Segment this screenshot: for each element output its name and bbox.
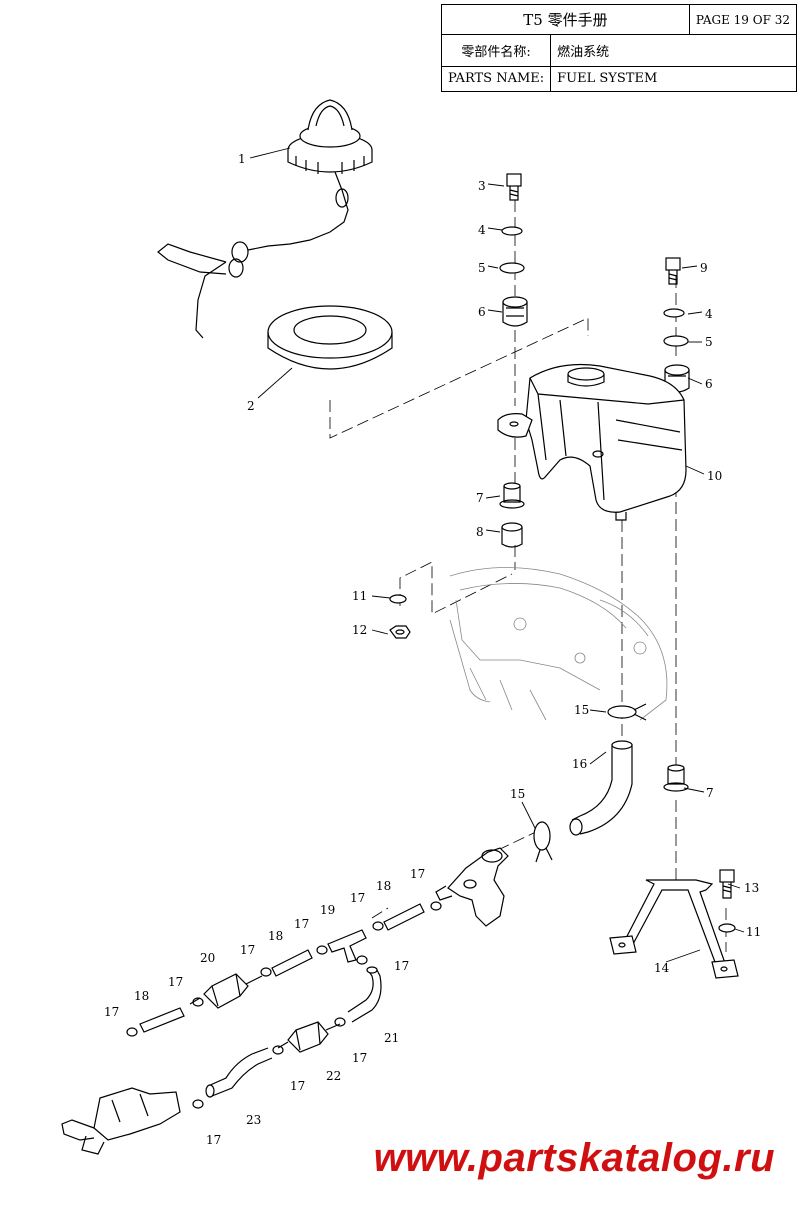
callout-7a: 7 [476,491,484,505]
small-clamps-17 [126,901,442,1109]
callout-17e: 17 [394,959,409,973]
callout-20: 20 [200,951,215,965]
alignment-lines [329,200,727,952]
washer-left-5 [499,262,525,274]
callout-11a: 11 [352,589,367,603]
callout-7b: 7 [706,786,714,800]
callout-15b: 15 [510,787,525,801]
callout-14: 14 [654,961,670,975]
fuel-filter-22 [277,1021,341,1053]
callout-18c: 18 [134,989,149,1003]
grommet-left-6 [502,296,528,327]
callout-12: 12 [352,623,367,637]
callout-21: 21 [384,1031,399,1045]
straight-hose-18b [271,949,313,977]
callout-17f: 17 [168,975,183,989]
callout-1: 1 [238,152,246,166]
callout-17c: 17 [294,917,309,931]
tether-chain [157,171,349,339]
callout-leaders [249,147,745,963]
callout-4a: 4 [478,223,486,237]
callout-11b: 11 [746,925,761,939]
bent-hose-21 [347,966,382,1023]
fuel-filter-20 [189,973,263,1009]
callout-13: 13 [744,881,759,895]
washer-11-lower [718,923,736,933]
callout-10: 10 [707,469,722,483]
parts-name-en-value: FUEL SYSTEM [550,65,797,93]
callout-6b: 6 [705,377,713,391]
hose-clamp-lower-15 [533,821,553,863]
callout-19: 19 [320,903,335,917]
callout-17b: 17 [350,891,365,905]
callout-4b: 4 [705,307,713,321]
collar-right-7 [663,764,689,792]
callout-15a: 15 [574,703,589,717]
fuel-cap [287,99,373,174]
callout-6a: 6 [478,305,486,319]
parts-name-en-label: PARTS NAME: [440,65,552,93]
callout-22: 22 [326,1069,341,1083]
callout-3: 3 [478,179,486,193]
straight-hose-18c [139,1007,185,1033]
bent-hose-23 [205,1047,273,1098]
washer-right-4 [663,308,685,318]
title-block-table: T5 零件手册 PAGE 19 OF 32 零部件名称: 燃油系统 PARTS … [440,4,798,93]
title-block: T5 零件手册 PAGE 19 OF 32 零部件名称: 燃油系统 PARTS … [440,4,798,93]
callout-17g: 17 [104,1005,119,1019]
collar-left-7 [499,482,525,509]
manual-title: T5 零件手册 [441,4,690,35]
sleeve-8 [501,522,523,548]
callout-5b: 5 [705,335,713,349]
bolt-right [665,257,681,285]
page-number: PAGE 19 OF 32 [688,4,798,35]
callout-18a: 18 [376,879,391,893]
fuel-pump [435,847,509,927]
callout-17a: 17 [410,867,425,881]
hose-clamp-upper-15 [607,703,647,721]
callout-9: 9 [700,261,708,275]
callout-16: 16 [572,757,587,771]
bolt-left [506,173,522,201]
parts-name-cn-label: 零部件名称: [440,34,552,67]
fuel-connector [61,1087,181,1155]
elbow-hose-16 [569,740,633,836]
washer-right-5 [663,335,689,347]
callout-17i: 17 [290,1079,305,1093]
callout-23: 23 [246,1113,261,1127]
washer-left-4 [501,226,523,236]
t-connector-19 [327,929,367,963]
engine-housing [449,567,668,721]
callout-8: 8 [476,525,484,539]
support-bracket-14 [609,879,739,979]
nut-12 [389,625,411,639]
callout-17h: 17 [352,1051,367,1065]
callout-17j: 17 [206,1133,221,1147]
callout-5a: 5 [478,261,486,275]
seal-ring [267,305,393,370]
straight-hose-18a [383,903,425,931]
callout-2: 2 [247,399,255,413]
bolt-13 [719,869,735,899]
washer-11-upper [389,594,407,604]
callout-18b: 18 [268,929,283,943]
watermark: www.partskatalog.ru [373,1136,775,1180]
fuel-tank [497,363,687,521]
parts-name-cn-value: 燃油系统 [550,34,797,67]
callout-17d: 17 [240,943,255,957]
